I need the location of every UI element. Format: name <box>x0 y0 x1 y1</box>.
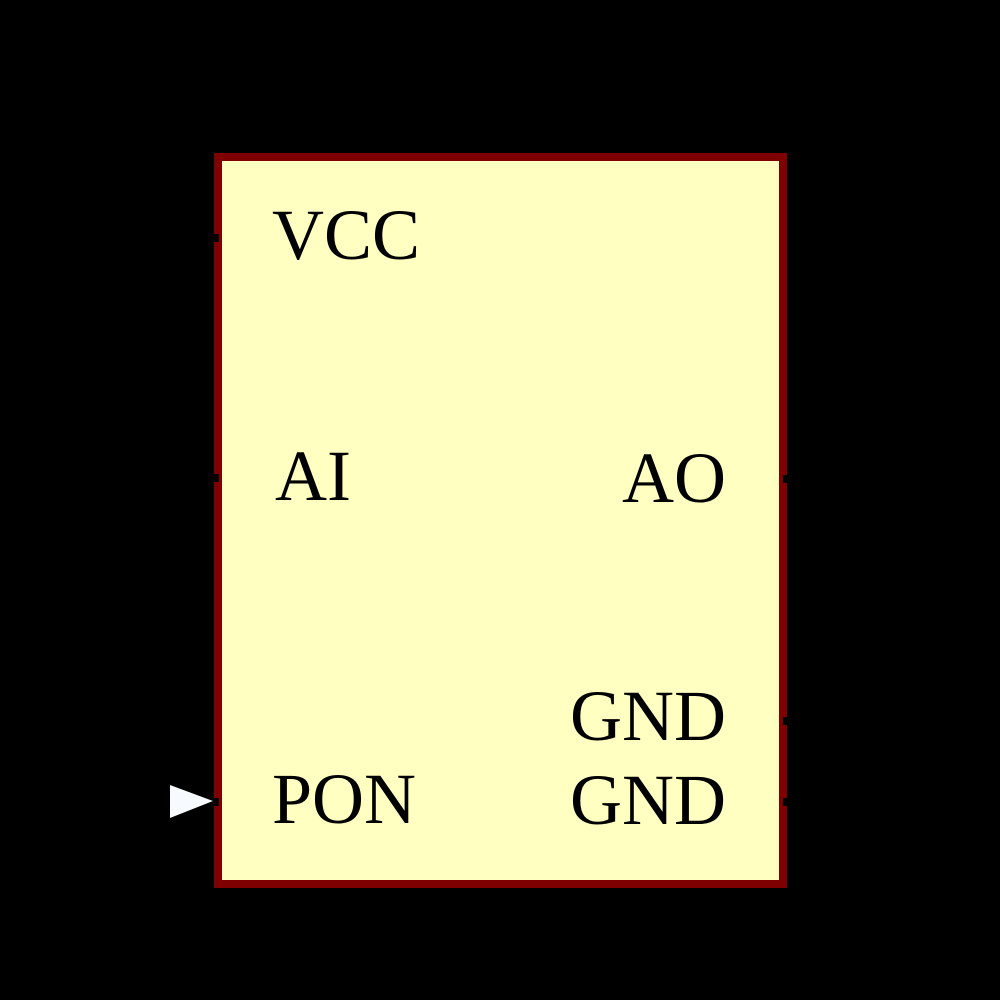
pin-gnd-upper[interactable] <box>783 717 817 725</box>
pin-gnd-lower[interactable] <box>783 798 817 806</box>
input-arrow-icon[interactable] <box>168 783 215 820</box>
pin-label-gnd-upper: GND <box>570 676 726 756</box>
pin-label-ai: AI <box>275 436 351 516</box>
pin-ao[interactable] <box>783 475 817 483</box>
pin-label-vcc: VCC <box>272 195 421 275</box>
pin-ai[interactable] <box>182 474 219 482</box>
pin-label-ao: AO <box>622 438 726 518</box>
pin-label-pon: PON <box>272 759 417 839</box>
pin-label-gnd-lower: GND <box>570 760 726 840</box>
component-body[interactable] <box>214 153 787 888</box>
pin-vcc[interactable] <box>182 234 219 242</box>
